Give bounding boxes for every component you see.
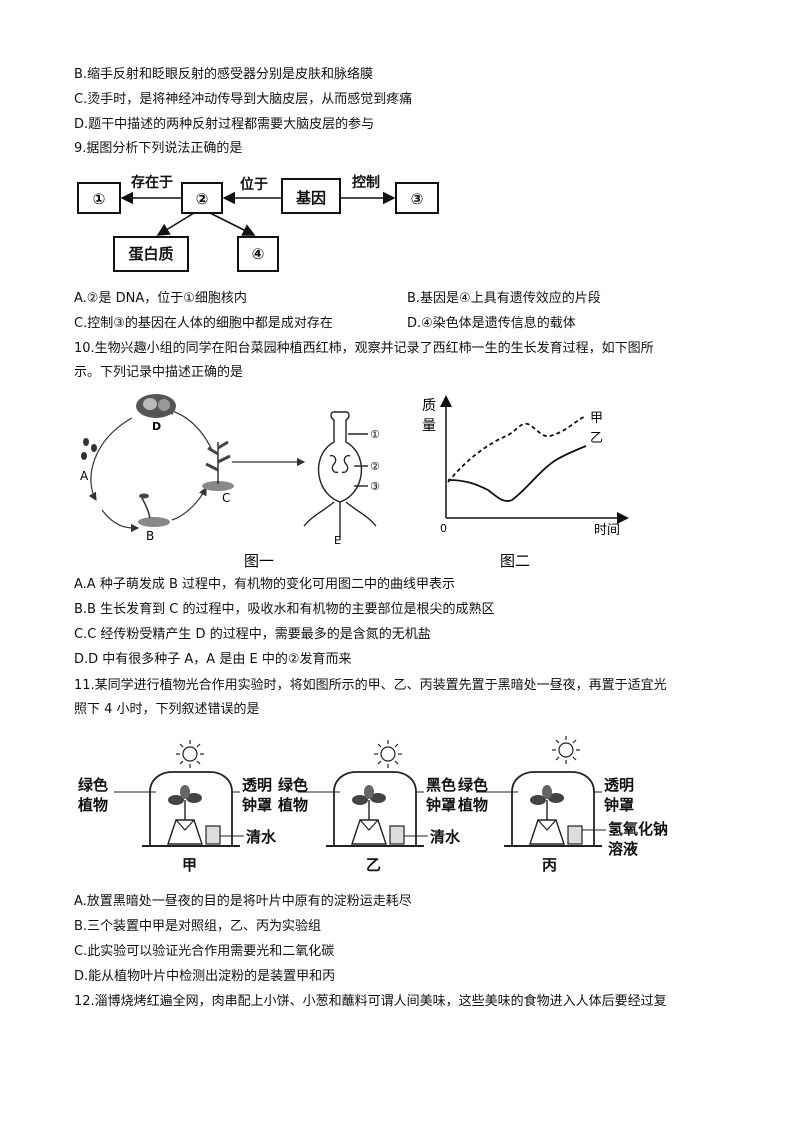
box-protein: [113, 236, 189, 272]
q10-option-d: D.D 中有很多种子 A，A 是由 E 中的②发育而来: [74, 652, 352, 667]
q9-option-d: D.④染色体是遗传信息的载体: [407, 316, 576, 331]
setup-jia-liquid: 清水: [246, 828, 277, 846]
setup-bing: [476, 736, 606, 847]
box-3-label: ③: [411, 190, 424, 208]
setup-jia-name: 甲: [182, 856, 197, 874]
setup-bing-liquid: 氢氧化钠: [608, 820, 668, 838]
box-gene-label: 基因: [295, 189, 326, 207]
q9-option-a: A.②是 DNA，位于①细胞核内: [74, 291, 247, 306]
q11-option-b: B.三个装置中甲是对照组，乙、丙为实验组: [74, 919, 322, 934]
setup-bing-left-2: 植物: [458, 796, 488, 814]
flower-pistil-diagram: [303, 411, 377, 540]
setup-bing-right-1: 透明: [604, 776, 634, 794]
box-1: [77, 182, 121, 214]
label-2: ②: [370, 460, 380, 473]
arrow-exist-label: 存在于: [131, 174, 173, 191]
sun-icon: [374, 740, 402, 768]
setup-yi-left-2: 植物: [278, 796, 308, 814]
box-4: [237, 236, 279, 272]
setup-jia-right-2: 钟罩: [242, 796, 272, 814]
figure-1-caption: 图一: [244, 552, 274, 570]
q10-option-b: B.B 生长发育到 C 的过程中，吸收水和有机物的主要部位是根尖的成熟区: [74, 602, 495, 617]
q8-option-d: D.题干中描述的两种反射过程都需要大脑皮层的参与: [74, 117, 375, 132]
q10-figure-2: 质 量 0 时间 甲 乙 图二: [422, 395, 629, 570]
label-3: ③: [370, 480, 380, 493]
setup-yi: [298, 740, 428, 847]
plant-icon: [202, 440, 234, 491]
figure-2-caption: 图二: [500, 552, 530, 570]
setup-yi-liquid: 清水: [430, 828, 461, 846]
q11-stem-line2: 照下 4 小时，下列叙述错误的是: [74, 702, 260, 717]
label-a: A: [80, 469, 89, 483]
box-2: [181, 182, 223, 214]
arrow-control-label: 控制: [352, 174, 380, 191]
q9-stem: 9.据图分析下列说法正确的是: [74, 141, 243, 156]
label-b: B: [146, 529, 154, 543]
box-3: [395, 182, 439, 214]
setup-jia-right-1: 透明: [242, 776, 272, 794]
setup-bing-left-1: 绿色: [458, 776, 488, 794]
label-1: ①: [370, 428, 380, 441]
x-axis-label: 时间: [594, 523, 620, 538]
series-yi-label: 乙: [590, 431, 603, 446]
setup-yi-right-1: 黑色: [426, 776, 456, 794]
setup-yi-name: 乙: [366, 856, 381, 874]
q9-option-b: B.基因是④上具有遗传效应的片段: [407, 291, 601, 306]
q10-option-c: C.C 经传粉受精产生 D 的过程中，需要最多的是含氮的无机盐: [74, 627, 431, 642]
box-2-label: ②: [196, 190, 209, 208]
label-d: D: [152, 420, 161, 433]
q12-stem-line1: 12.淄博烧烤红遍全网，肉串配上小饼、小葱和蘸料可谓人间美味，这些美味的食物进入…: [74, 994, 667, 1009]
label-c: C: [222, 491, 230, 505]
q10-option-a: A.A 种子萌发成 B 过程中，有机物的变化可用图二中的曲线甲表示: [74, 577, 456, 592]
sun-icon: [176, 740, 204, 768]
arrow-located-label: 位于: [240, 176, 268, 193]
q10-stem-line1: 10.生物兴趣小组的同学在阳台菜园种植西红柿，观察并记录了西红柿一生的生长发育过…: [74, 341, 654, 356]
setup-jia: [114, 740, 244, 847]
curve-yi: [447, 445, 587, 502]
q8-option-c: C.烫手时，是将神经冲动传导到大脑皮层，从而感觉到疼痛: [74, 92, 413, 107]
q10-stem-line2: 示。下列记录中描述正确的是: [74, 365, 244, 380]
setup-bing-right-2: 钟罩: [604, 796, 634, 814]
q10-figure-1: D A B C ① ② ③ E 图一: [80, 394, 380, 570]
y-axis-label-1: 质: [422, 398, 436, 414]
tomato-fruit-icon: [136, 394, 176, 418]
q9-concept-diagram: ① ② 基因 ③ 蛋白质 ④ 存在于 位于 控制: [77, 174, 439, 272]
setup-yi-right-2: 钟罩: [426, 796, 456, 814]
q11-option-c: C.此实验可以验证光合作用需要光和二氧化碳: [74, 944, 335, 959]
q9-option-c: C.控制③的基因在人体的细胞中都是成对存在: [74, 316, 333, 331]
y-axis-label-2: 量: [422, 418, 436, 434]
q8-option-b: B.缩手反射和眨眼反射的感受器分别是皮肤和脉络膜: [74, 67, 374, 82]
q11-option-d: D.能从植物叶片中检测出淀粉的是装置甲和丙: [74, 969, 336, 984]
series-jia-label: 甲: [590, 411, 603, 426]
setup-bing-liquid-2: 溶液: [608, 840, 639, 858]
setup-yi-left-1: 绿色: [278, 776, 308, 794]
setup-jia-left-1: 绿色: [78, 776, 108, 794]
q11-option-a: A.放置黑暗处一昼夜的目的是将叶片中原有的淀粉运走耗尽: [74, 894, 412, 909]
q11-experiment-figure: 绿色 植物 透明 钟罩 清水 甲 绿色 植物 黑色 钟罩 清水 乙 绿色 植物 …: [78, 736, 668, 874]
box-4-label: ④: [252, 245, 265, 263]
curve-jia: [447, 415, 587, 483]
box-1-label: ①: [93, 190, 106, 208]
sun-icon: [552, 736, 580, 764]
box-gene: [281, 178, 341, 214]
q11-stem-line1: 11.某同学进行植物光合作用实验时，将如图所示的甲、乙、丙装置先置于黑暗处一昼夜…: [74, 678, 667, 693]
seeds-icon: [81, 438, 97, 460]
setup-jia-left-2: 植物: [78, 796, 108, 814]
label-e: E: [334, 534, 341, 547]
setup-bing-name: 丙: [542, 856, 557, 874]
box-protein-label: 蛋白质: [128, 245, 173, 263]
seedling-icon: [138, 493, 170, 527]
origin-label: 0: [440, 522, 447, 535]
